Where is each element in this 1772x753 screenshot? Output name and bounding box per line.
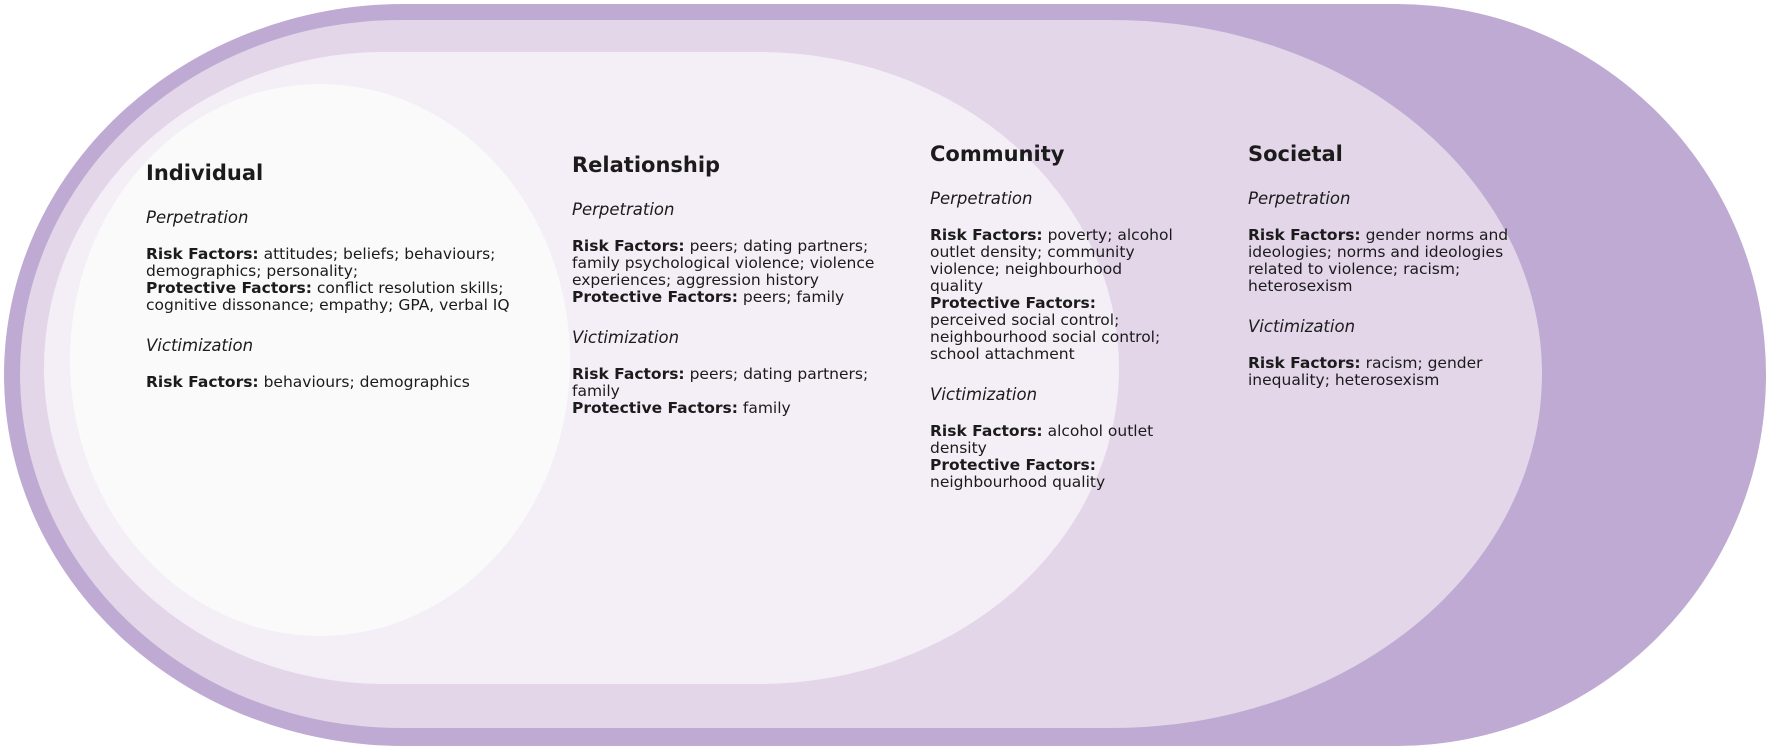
risk-factors-text: behaviours; demographics — [258, 373, 470, 391]
protective-factors-label: Protective Factors: — [146, 279, 312, 297]
societal-victimization-risk-factors: Risk Factors: racism; gender inequality;… — [1248, 355, 1548, 389]
individual-perpetration-risk-factors: Risk Factors: attitudes; beliefs; behavi… — [146, 246, 511, 280]
individual-title: Individual — [146, 161, 264, 185]
individual-perpetration-protective-factors: Protective Factors: conflict resolution … — [146, 280, 511, 314]
societal-title: Societal — [1248, 142, 1343, 166]
individual-perpetration-heading: Perpetration — [146, 208, 249, 227]
risk-factors-label: Risk Factors: — [146, 373, 259, 391]
community-perpetration-protective-factors: Protective Factors: perceived social con… — [930, 295, 1175, 363]
risk-factors-label: Risk Factors: — [930, 226, 1043, 244]
societal-section: Societal Perpetration Risk Factors: gend… — [1248, 142, 1548, 389]
relationship-perpetration-heading: Perpetration — [572, 200, 675, 219]
risk-factors-label: Risk Factors: — [572, 365, 685, 383]
relationship-title: Relationship — [572, 153, 721, 177]
individual-victimization-risk-factors: Risk Factors: behaviours; demographics — [146, 374, 511, 391]
protective-factors-text: family — [737, 399, 791, 417]
community-section: Community Perpetration Risk Factors: pov… — [930, 142, 1175, 491]
individual-layer-shape — [70, 84, 570, 636]
community-victimization-risk-factors: Risk Factors: alcohol outlet density — [930, 423, 1175, 457]
relationship-victimization-heading: Victimization — [572, 328, 680, 347]
protective-factors-label: Protective Factors: — [930, 294, 1096, 312]
community-victimization-protective-factors: Protective Factors: neighbourhood qualit… — [930, 457, 1175, 491]
community-perpetration-risk-factors: Risk Factors: poverty; alcohol outlet de… — [930, 227, 1175, 295]
risk-factors-label: Risk Factors: — [572, 237, 685, 255]
protective-factors-label: Protective Factors: — [930, 456, 1096, 474]
risk-factors-label: Risk Factors: — [1248, 354, 1361, 372]
relationship-victimization-protective-factors: Protective Factors: family — [572, 400, 882, 417]
relationship-victimization-risk-factors: Risk Factors: peers; dating partners; fa… — [572, 366, 882, 400]
individual-section: Individual Perpetration Risk Factors: at… — [146, 161, 511, 391]
protective-factors-text: conflict resolution skills; cognitive di… — [146, 279, 510, 314]
risk-factors-label: Risk Factors: — [930, 422, 1043, 440]
protective-factors-text: neighbourhood quality — [930, 473, 1106, 491]
risk-factors-text: poverty; alcohol outlet density; communi… — [930, 226, 1173, 295]
risk-factors-text: alcohol outlet density — [930, 422, 1154, 457]
community-perpetration-heading: Perpetration — [930, 189, 1033, 208]
community-title: Community — [930, 142, 1065, 166]
relationship-perpetration-protective-factors: Protective Factors: peers; family — [572, 289, 882, 306]
societal-victimization-heading: Victimization — [1248, 317, 1356, 336]
societal-perpetration-heading: Perpetration — [1248, 189, 1351, 208]
risk-factors-label: Risk Factors: — [1248, 226, 1361, 244]
relationship-section: Relationship Perpetration Risk Factors: … — [572, 153, 882, 417]
protective-factors-text: perceived social control; neighbourhood … — [930, 311, 1161, 363]
risk-factors-label: Risk Factors: — [146, 245, 259, 263]
community-victimization-heading: Victimization — [930, 385, 1038, 404]
risk-factors-text: peers; dating partners; family psycholog… — [572, 237, 875, 289]
relationship-perpetration-risk-factors: Risk Factors: peers; dating partners; fa… — [572, 238, 882, 289]
protective-factors-label: Protective Factors: — [572, 399, 738, 417]
protective-factors-text: peers; family — [737, 288, 845, 306]
risk-factors-text: attitudes; beliefs; behaviours; demograp… — [146, 245, 496, 280]
individual-victimization-heading: Victimization — [146, 336, 254, 355]
risk-factors-text: gender norms and ideologies; norms and i… — [1248, 226, 1509, 295]
risk-factors-text: racism; gender inequality; heterosexism — [1248, 354, 1483, 389]
protective-factors-label: Protective Factors: — [572, 288, 738, 306]
risk-factors-text: peers; dating partners; family — [572, 365, 869, 400]
societal-perpetration-risk-factors: Risk Factors: gender norms and ideologie… — [1248, 227, 1548, 295]
